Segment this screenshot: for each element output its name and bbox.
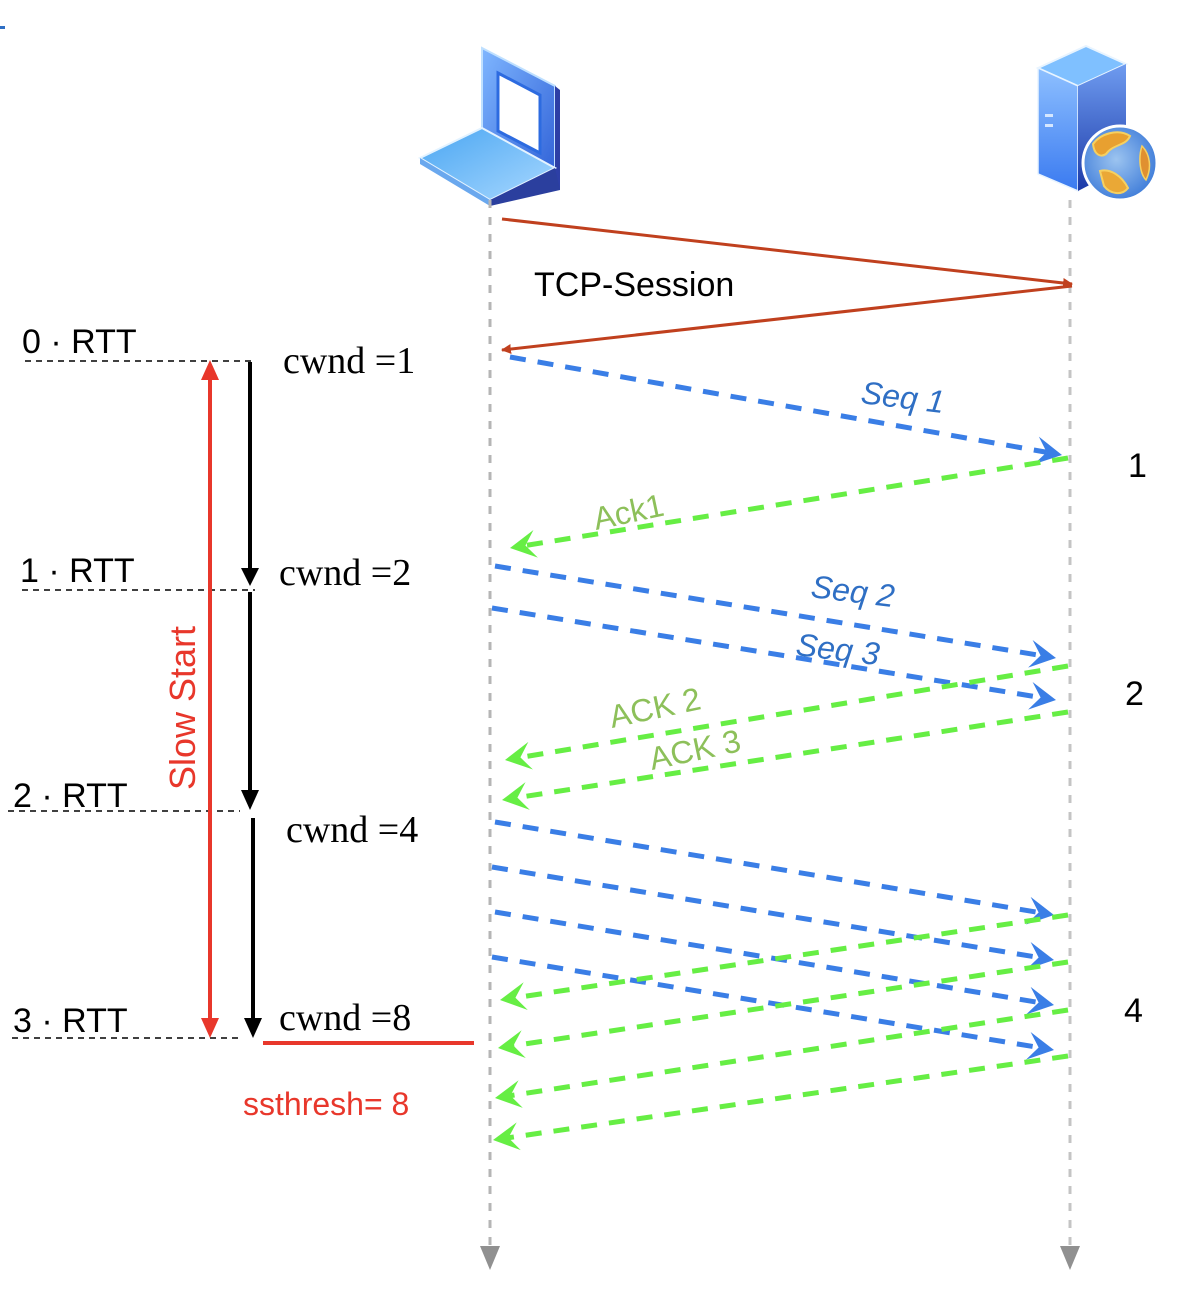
laptop-icon [417,46,560,206]
ack-arrowhead [495,1080,523,1108]
ack-arrowhead [510,530,538,558]
rtt-label-2: 2 · RTT [13,777,128,815]
round-count-4: 4 [1124,992,1143,1030]
server-lifeline [1060,200,1080,1270]
segment-arrow-r3-2 [491,864,1054,970]
cwnd-arrow-2-3 [244,818,262,1038]
ssthresh-label: ssthresh= 8 [243,1086,409,1122]
rtt-label-3: 3 · RTT [13,1002,128,1040]
slow-start-label: Slow Start [162,626,203,790]
seq-label-1: Seq 1 [859,374,946,420]
web-server-icon [1035,44,1159,202]
segment-arrow-r3-4 [491,954,1054,1060]
ack-arrow-3 [502,709,1069,810]
segment-arrowhead [1026,1031,1054,1060]
seq-label-3: Seq 3 [794,626,882,672]
ack-arrowhead [498,1030,526,1058]
cwnd-label-1: cwnd =2 [279,552,411,594]
handshake-label: TCP-Session [534,266,734,304]
round-count-2: 2 [1125,675,1144,713]
ack-arrow-2 [505,663,1069,770]
ack-arrow-r3-4 [493,1053,1069,1151]
ack-arrow-r3-1 [500,912,1069,1010]
ack-label-1: Ack1 [590,487,667,537]
cwnd-label-0: cwnd =1 [283,340,415,382]
ack-arrow-r3-2 [498,959,1069,1058]
segment-arrow-seq-1 [509,354,1062,465]
packet-arrows [491,354,1069,1151]
ack-arrowhead [502,782,530,810]
segment-arrowhead [1028,639,1056,668]
round-count-1: 1 [1128,447,1147,485]
handshake-synack-arrow [501,284,1073,354]
segment-arrowhead [1026,941,1054,970]
segment-arrowhead [1026,986,1054,1015]
cwnd-label-3: cwnd =8 [279,997,411,1039]
handshake-syn-arrow [501,217,1073,288]
rtt-label-0: 0 · RTT [22,323,137,361]
ack-arrow-r3-3 [495,1007,1069,1108]
ack-arrowhead [493,1122,521,1151]
cwnd-arrow-1-2 [241,592,259,810]
seq-label-2: Seq 2 [809,568,897,614]
ack-arrow-1 [510,455,1069,558]
rtt-label-1: 1 · RTT [20,552,135,590]
segment-arrow-seq-2 [494,563,1056,668]
cwnd-label-2: cwnd =4 [286,809,418,851]
segment-arrow-r3-1 [494,819,1054,925]
segment-arrowhead [1033,436,1062,465]
ack-label-2: ACK 2 [606,680,704,734]
segment-arrowhead [1028,681,1056,710]
segment-arrow-seq-3 [491,605,1056,710]
ack-arrowhead [500,982,528,1010]
cwnd-arrow-0-1 [241,362,259,586]
segment-arrowhead [1026,896,1054,925]
slow-start-arrow [201,360,219,1038]
ack-arrowhead [505,741,533,770]
client-lifeline [480,200,500,1270]
corner-mark [0,26,5,29]
segment-arrow-r3-3 [494,909,1054,1015]
